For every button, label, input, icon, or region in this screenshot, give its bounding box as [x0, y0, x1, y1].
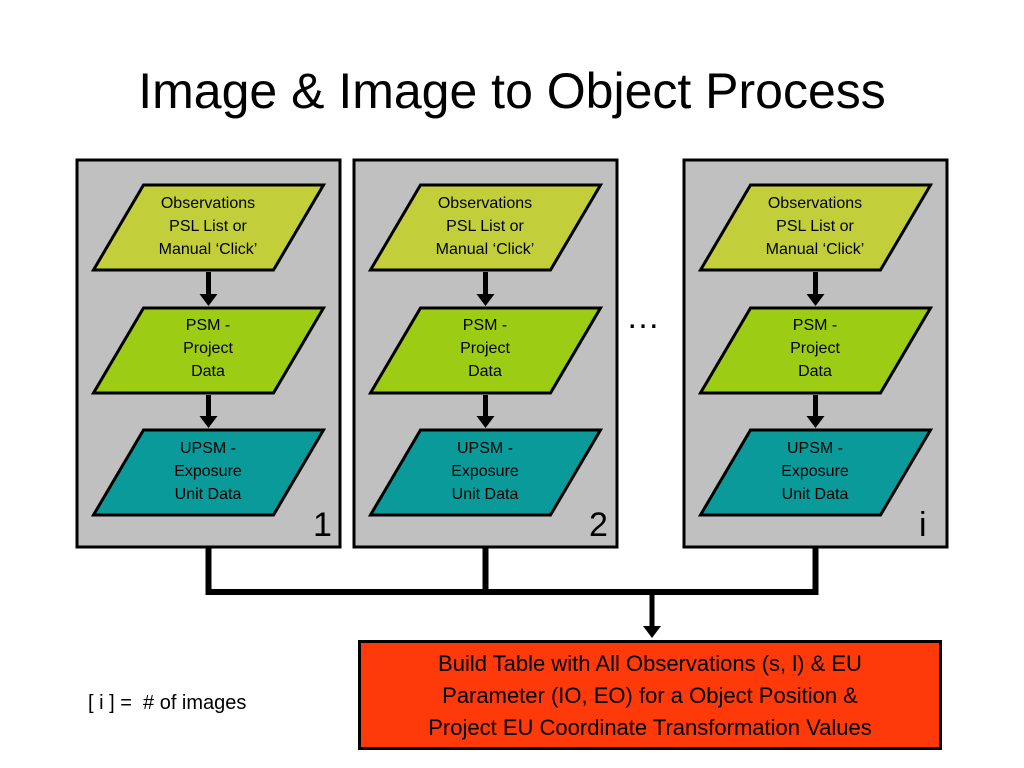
panel-number-label: 1: [313, 506, 332, 544]
ellipsis: …: [626, 298, 662, 336]
result-box: [358, 640, 942, 750]
panel-number-label: 2: [589, 506, 608, 544]
upsm-shape: [90, 428, 327, 517]
result-line: Build Table with All Observations (s, l)…: [438, 651, 862, 676]
arrow-head: [476, 294, 495, 306]
result-arrow-head: [643, 626, 661, 638]
observations-shape: [367, 183, 604, 272]
panels-layer: [75, 158, 949, 549]
result-line: Parameter (IO, EO) for a Object Position…: [442, 683, 858, 708]
legend-text: [ i ] = # of images: [88, 692, 247, 714]
upsm-shape: [697, 428, 934, 517]
arrow-head: [806, 416, 825, 428]
arrow-head: [476, 416, 495, 428]
panel-number-label: i: [919, 506, 927, 544]
arrow-head: [806, 294, 825, 306]
connectors-layer: [205, 548, 819, 638]
psm-shape: [697, 306, 934, 395]
psm-shape: [367, 306, 604, 395]
result-text: Build Table with All Observations (s, l)…: [360, 648, 940, 744]
page-title: Image & Image to Object Process: [138, 63, 886, 119]
upsm-shape: [367, 428, 604, 517]
observations-shape: [697, 183, 934, 272]
result-line: Project EU Coordinate Transformation Val…: [428, 715, 872, 740]
observations-shape: [90, 183, 327, 272]
arrow-head: [199, 294, 218, 306]
psm-shape: [90, 306, 327, 395]
arrow-head: [199, 416, 218, 428]
